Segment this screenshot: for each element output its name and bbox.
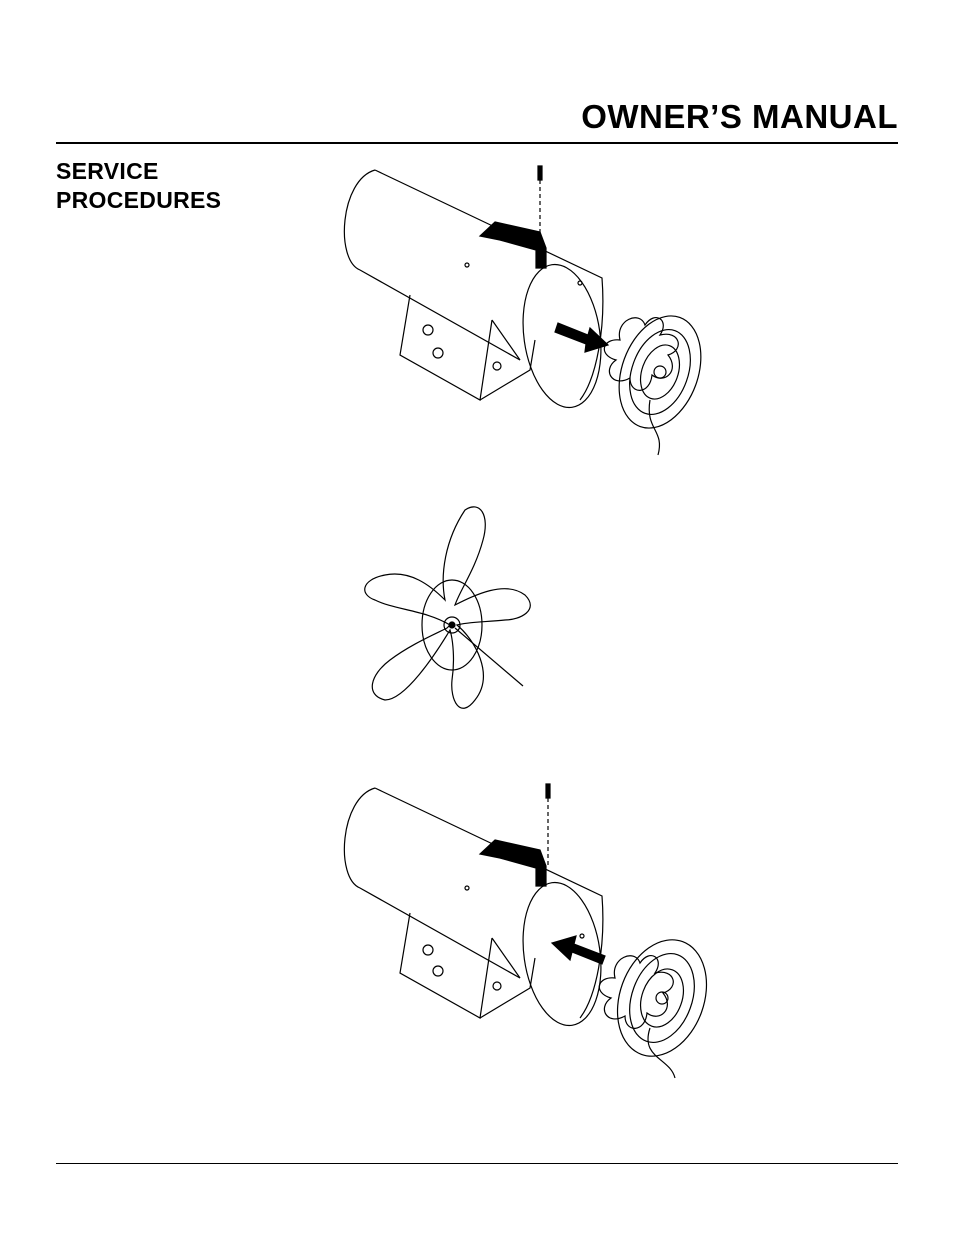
fan-installation-illustration xyxy=(340,778,720,1088)
section-title-line-2: PROCEDURES xyxy=(56,186,221,215)
section-title: SERVICE PROCEDURES xyxy=(56,157,221,215)
footer-divider xyxy=(56,1163,898,1164)
fan-guard-assembly xyxy=(599,927,720,1078)
fan-guard-assembly xyxy=(604,305,715,455)
fan-blade-illustration xyxy=(355,500,545,740)
section-title-line-1: SERVICE xyxy=(56,157,221,186)
page-header-title: OWNER’S MANUAL xyxy=(581,98,898,136)
fan-removal-illustration xyxy=(340,160,720,460)
header-divider xyxy=(56,142,898,144)
